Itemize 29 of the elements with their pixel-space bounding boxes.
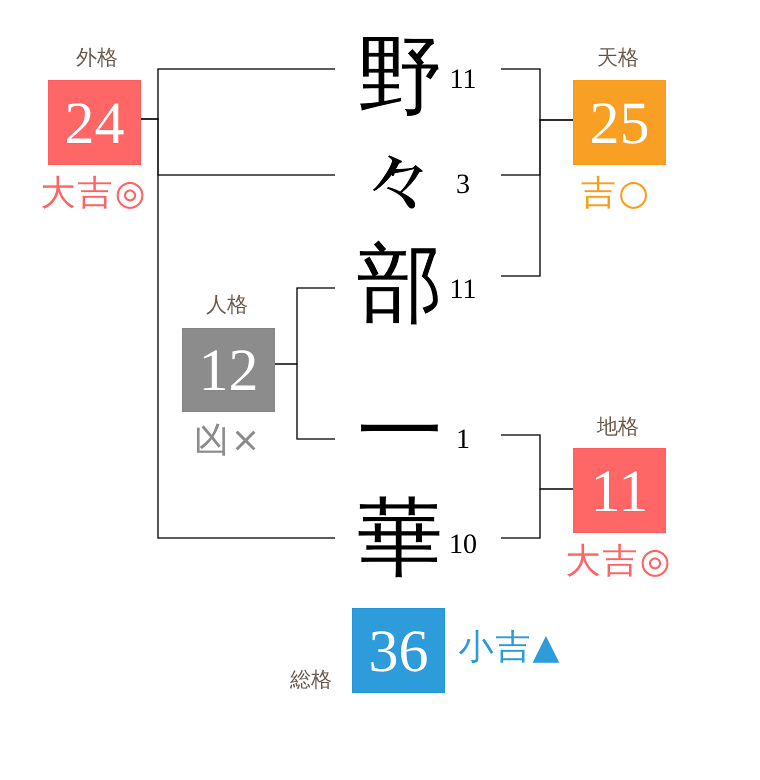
score-box: 25	[573, 80, 666, 165]
fortune-label: 小吉▲	[458, 630, 562, 666]
score-heading: 人格	[206, 294, 248, 316]
score-heading: 地格	[597, 416, 639, 438]
score-heading: 天格	[597, 48, 639, 68]
fortune-label: 吉○	[581, 176, 651, 212]
name-character: 野	[357, 33, 443, 119]
connector-line	[501, 119, 573, 277]
score-box: 24	[48, 80, 141, 165]
name-character: 部	[357, 241, 443, 327]
connector-line	[275, 363, 335, 440]
stroke-count: 3	[456, 171, 470, 199]
stroke-count: 1	[456, 426, 470, 454]
score-box: 12	[182, 328, 275, 412]
score-box: 11	[573, 448, 666, 533]
fortune-label: 大吉◎	[566, 544, 672, 580]
fortune-label: 凶×	[194, 424, 262, 458]
name-character: 一	[357, 389, 443, 475]
score-heading: 総格	[290, 670, 332, 690]
stroke-count: 11	[450, 276, 476, 304]
name-character: 々	[355, 137, 441, 223]
score-box: 36	[352, 608, 445, 693]
stroke-count: 11	[450, 66, 476, 94]
connector-line	[141, 118, 335, 539]
fortune-label: 大吉◎	[40, 176, 148, 212]
name-character: 華	[357, 495, 443, 581]
stroke-count: 10	[449, 531, 477, 559]
score-heading: 外格	[76, 48, 118, 68]
connector-line	[501, 488, 573, 539]
